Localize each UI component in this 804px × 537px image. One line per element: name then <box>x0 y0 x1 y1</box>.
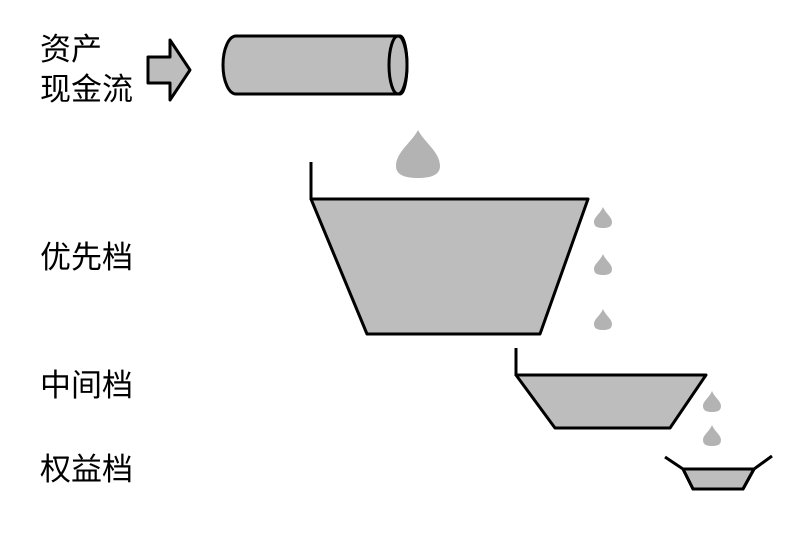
asset-label-line2: 现金流 <box>40 72 133 109</box>
cash-drop-3 <box>594 309 612 330</box>
equity-tranche-label: 权益档 <box>40 452 133 488</box>
cash-drop-large <box>396 130 440 178</box>
equity-bucket <box>664 454 773 491</box>
cash-drop-4 <box>703 391 721 412</box>
cash-drop-2 <box>594 254 612 275</box>
senior-tranche-label: 优先档 <box>40 240 133 276</box>
cash-drop-5 <box>703 425 721 446</box>
asset-cashflow-label: 资产 现金流 <box>40 30 133 111</box>
mezzanine-bucket <box>514 348 708 430</box>
senior-bucket <box>309 162 590 336</box>
cash-pipe <box>221 34 409 96</box>
mezzanine-tranche-label: 中间档 <box>40 368 133 404</box>
cash-drop-1 <box>594 207 612 228</box>
flow-arrow-icon <box>146 38 192 102</box>
asset-label-line1: 资产 <box>40 32 102 68</box>
